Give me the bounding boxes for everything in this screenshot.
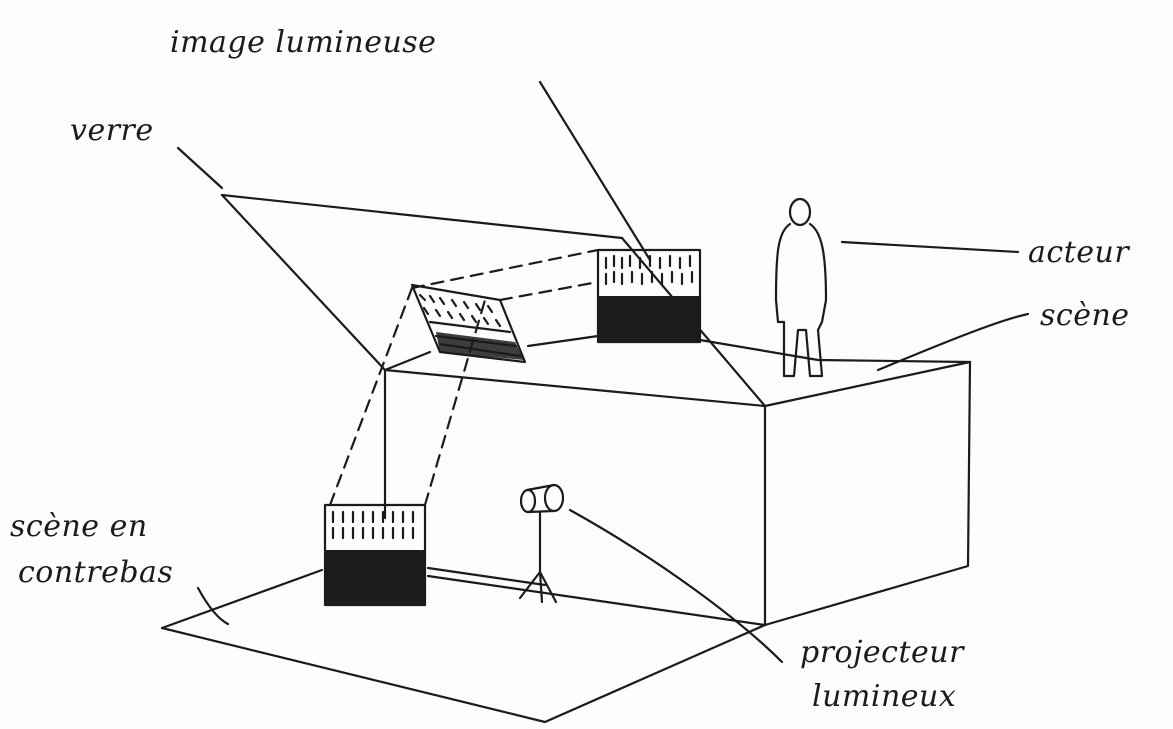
leader-verre bbox=[176, 146, 224, 190]
leader-acteur bbox=[840, 240, 1020, 254]
label-verre: verre bbox=[70, 113, 154, 148]
label-projecteur-line2: lumineux bbox=[812, 679, 956, 714]
label-scene-contrebas-line2: contrebas bbox=[18, 555, 173, 590]
leader-image-lumineuse bbox=[538, 80, 652, 262]
label-image-lumineuse: image lumineuse bbox=[170, 25, 436, 60]
label-scene-contrebas-line1: scène en bbox=[10, 509, 148, 544]
leader-projecteur bbox=[568, 508, 784, 664]
leader-scene-contrebas bbox=[196, 586, 230, 626]
label-scene: scène bbox=[1040, 298, 1130, 333]
virtual-image-panel bbox=[596, 248, 702, 344]
projector bbox=[518, 483, 565, 604]
label-acteur: acteur bbox=[1028, 235, 1130, 270]
lower-stage-floor bbox=[160, 568, 767, 724]
label-projecteur-line1: projecteur bbox=[800, 635, 965, 670]
actor-figure bbox=[774, 197, 828, 378]
source-image-panel bbox=[323, 503, 427, 607]
upper-stage-box bbox=[383, 334, 972, 627]
glass-reflection-image bbox=[410, 283, 527, 364]
leader-scene bbox=[876, 312, 1030, 372]
light-path-dashes bbox=[328, 248, 600, 507]
